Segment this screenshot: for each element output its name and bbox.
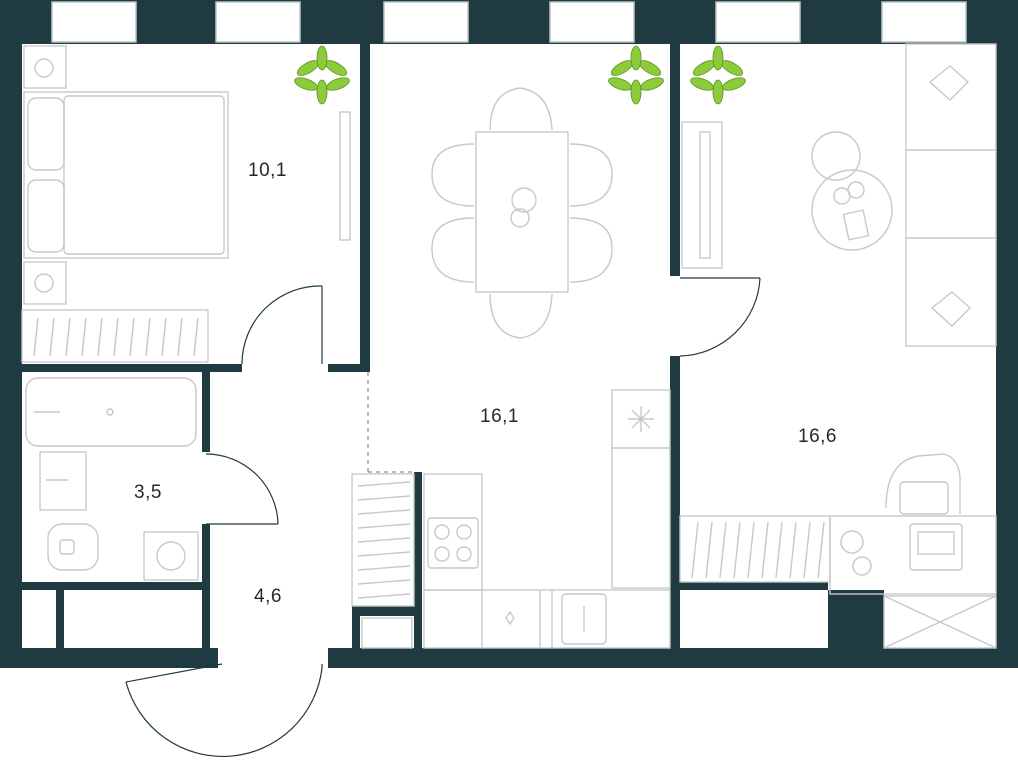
burner-icon (456, 546, 472, 562)
coffee-table (811, 169, 893, 251)
counter-bottom (423, 589, 671, 649)
laptop-icon (909, 523, 963, 571)
kitchen-area-label: 16,1 (480, 406, 519, 427)
wall-bottom-right (328, 648, 1018, 668)
washer-drum-icon (156, 541, 186, 571)
vase-icon (511, 187, 537, 213)
burner-icon (434, 524, 450, 540)
chair-left-1 (431, 143, 475, 207)
wardrobe-hangers (33, 317, 199, 357)
wall-bath-bottom (22, 582, 210, 590)
sofa (905, 43, 997, 347)
wall-kitchen-left-post (414, 472, 422, 648)
book-icon (842, 209, 870, 241)
chair-top (489, 87, 553, 131)
plant-icon (294, 45, 350, 105)
doors (125, 277, 761, 758)
wall-kitchen-left-shelf (352, 606, 422, 616)
snowflake-icon (628, 406, 654, 432)
window-3 (383, 1, 469, 43)
wardrobe (21, 309, 209, 363)
bathroom-fixtures (25, 377, 199, 581)
window-5 (715, 1, 801, 43)
chair-right-2 (569, 217, 613, 283)
door-living (679, 277, 761, 357)
kitchen-sink (561, 593, 607, 645)
tv-icon (339, 111, 351, 241)
nightstand-top (23, 45, 67, 89)
wall-living-corner (828, 590, 884, 648)
wall-kitchen-left-stub (352, 616, 360, 648)
window-1 (51, 1, 137, 43)
kitchen-furniture (351, 87, 671, 649)
cooktop (427, 517, 479, 569)
wall-living-bottom (680, 582, 828, 590)
door-bathroom (205, 453, 279, 525)
wall-closet-divider (56, 590, 64, 648)
wall-top (0, 0, 1018, 44)
windows (51, 1, 967, 43)
bed (23, 91, 229, 259)
desk-lamp-icon (840, 530, 864, 554)
hall-wardrobe-hangers (357, 481, 411, 599)
bed-blanket (63, 95, 225, 255)
plant-icon (690, 45, 746, 105)
bookshelf (679, 515, 831, 583)
bookshelf-lines (691, 521, 825, 579)
cushion-icon (928, 65, 970, 101)
bathtub (25, 377, 197, 447)
desk-chair (885, 453, 961, 514)
cushion-icon (930, 291, 972, 327)
wall-bedroom-bottom-right (328, 364, 370, 372)
hall-wardrobe (351, 473, 415, 607)
wall-left (0, 0, 22, 668)
wall-bedroom-bottom-left (22, 364, 242, 372)
side-table (811, 131, 861, 181)
dining-table (475, 131, 569, 293)
living-furniture (679, 43, 997, 649)
chair-right-1 (569, 143, 613, 207)
desk (829, 515, 997, 595)
pillow-icon (27, 97, 65, 171)
toilet (47, 523, 99, 571)
bedroom-area-label: 10,1 (248, 160, 287, 181)
nightstand-bottom (23, 261, 67, 305)
window-4 (549, 1, 635, 43)
counter-left (423, 473, 483, 591)
wall-right (996, 0, 1018, 668)
burner-icon (456, 524, 472, 540)
chair-bottom (489, 293, 553, 339)
door-entrance (125, 667, 323, 758)
sink (39, 451, 87, 511)
burner-icon (434, 546, 450, 562)
small-closet (361, 617, 413, 649)
washing-machine (143, 531, 199, 581)
plant-icon (608, 45, 664, 105)
window-2 (215, 1, 301, 43)
bathroom-area-label: 3,5 (134, 482, 162, 503)
wall-kitchen-living-lower (670, 356, 680, 648)
walls (0, 0, 1018, 668)
living-area-label: 16,6 (798, 426, 837, 447)
tv-icon (699, 131, 711, 259)
wall-kitchen-living-upper (670, 44, 680, 276)
bedroom-furniture (21, 45, 351, 363)
hallway-area-label: 4,6 (254, 586, 282, 607)
tv-stand (681, 121, 723, 269)
wall-bedroom-right (360, 44, 370, 370)
utility-shaft (883, 595, 997, 649)
dishwasher-icon (505, 610, 515, 626)
lamp-icon (34, 58, 54, 78)
pillow-icon (27, 179, 65, 253)
chair-left-2 (431, 217, 475, 283)
lamp-icon (34, 273, 54, 293)
wall-bath-right-upper (202, 372, 210, 452)
counter-right (611, 447, 671, 589)
window-6 (881, 1, 967, 43)
wall-bottom-left (0, 648, 218, 668)
door-bedroom (241, 285, 323, 365)
